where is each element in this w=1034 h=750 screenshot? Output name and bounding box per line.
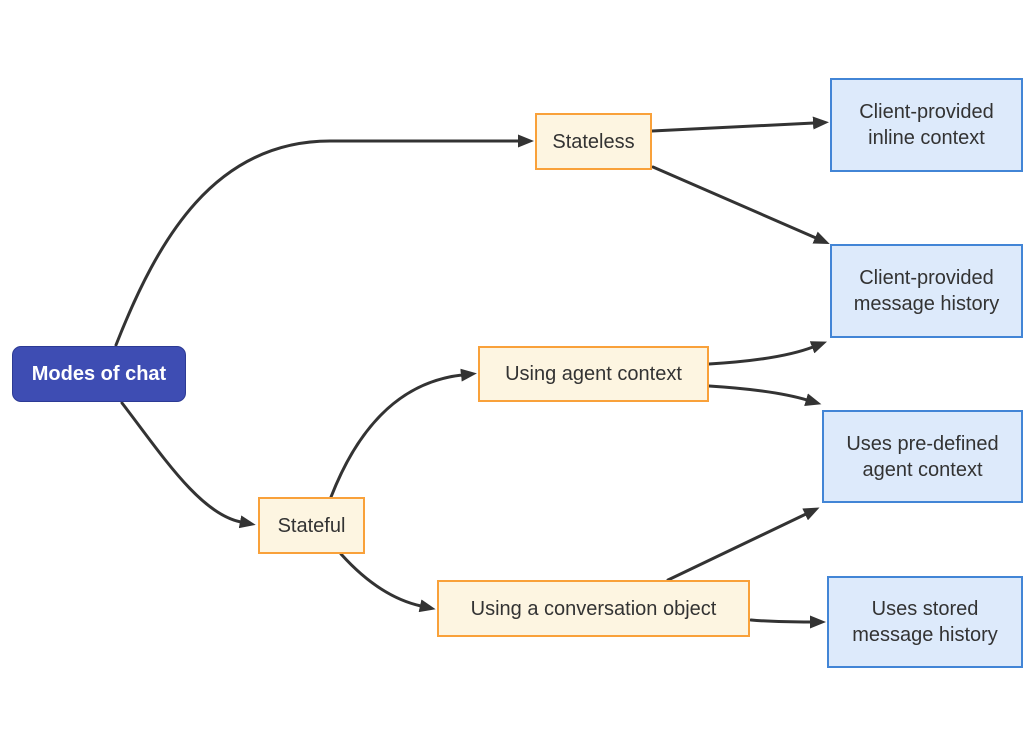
edge-stateful-to-conversation-object [339,552,436,613]
node-using-agent-context: Using agent context [478,346,709,402]
node-client-provided-message-history: Client-provided message history [830,244,1023,338]
node-stateful: Stateful [258,497,365,554]
node-uses-predefined-agent-context: Uses pre-defined agent context [822,410,1023,503]
edge-stateful-to-agent-context [329,368,477,499]
node-client-provided-inline-context: Client-provided inline context [830,78,1023,172]
edge-stateless-to-message-history [651,165,830,244]
node-stateless: Stateless [535,113,652,170]
node-using-conversation-object: Using a conversation object [437,580,750,637]
edge-agent-context-to-predefined-context [707,384,822,406]
edge-conversation-object-to-predefined-context [666,507,820,582]
edge-conversation-object-to-stored-history [749,615,826,629]
node-modes-of-chat: Modes of chat [12,346,186,402]
edge-stateless-to-inline-context [650,116,829,133]
edge-modes-to-stateless [114,134,534,347]
edge-modes-to-stateful [120,401,256,529]
node-uses-stored-message-history: Uses stored message history [827,576,1023,668]
edge-agent-context-to-message-history [707,341,828,366]
